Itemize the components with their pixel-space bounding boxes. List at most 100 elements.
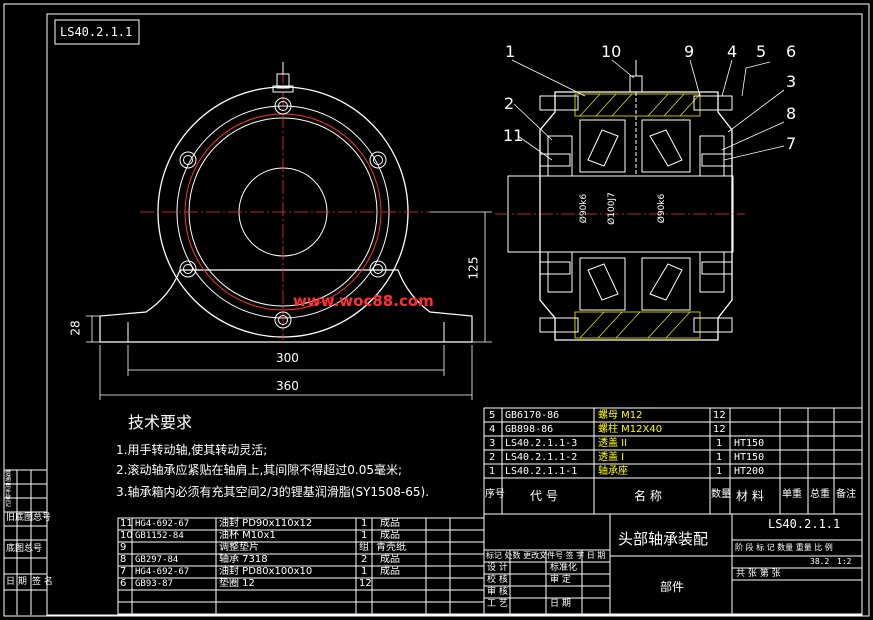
side-label-borrowed: 借 通 用 件 登 记 [5, 470, 12, 509]
lower-code: HG4-692-67 [135, 567, 190, 577]
lower-no: 6 [120, 578, 127, 589]
lower-qty: 1 [361, 530, 368, 541]
balloon-1: 1 [505, 42, 516, 61]
title-block-part: 部件 [660, 580, 685, 594]
upper-qty: 1 [716, 466, 723, 477]
lower-no: 7 [120, 566, 127, 577]
side-label-old-base: 旧底图总号 [6, 513, 52, 523]
lower-qty: 组 [359, 542, 369, 553]
upper-no: 4 [489, 424, 496, 435]
balloon-7: 7 [786, 134, 797, 153]
tech-item-3: 3.轴承箱内必须有充其空间2/3的锂基润滑脂(SY1508-65). [116, 485, 430, 499]
upper-code: GB898-86 [505, 424, 554, 435]
parts-table-upper [483, 407, 863, 515]
title-block-weight: 38.2 [810, 557, 830, 566]
lower-no: 9 [120, 542, 127, 553]
lower-mat: 成品 [380, 554, 400, 565]
upper-no: 3 [489, 438, 496, 449]
hdr-total-wt: 总重 [810, 489, 830, 500]
upper-name: 透盖 I [598, 452, 625, 463]
upper-qty: 12 [713, 424, 726, 435]
lower-name: 油封 PD80x100x10 [219, 566, 313, 577]
balloon-2: 2 [504, 94, 515, 113]
upper-name: 透盖 II [598, 438, 628, 449]
title-block-title: 头部轴承装配 [618, 530, 709, 548]
upper-code: LS40.2.1.1-3 [505, 438, 578, 449]
hdr-qty: 数量 [711, 489, 731, 500]
section-dia-2: Ø100J7 [606, 192, 617, 225]
title-block-date: 日 期 [550, 599, 571, 609]
title-block-row-labels: 标记 处数 更改文件号 签 字 日 期 [486, 551, 606, 560]
lower-qty: 2 [361, 554, 368, 565]
lower-qty: 1 [361, 566, 368, 577]
upper-code: LS40.2.1.1-1 [505, 466, 578, 477]
side-label-base-no: 底图总号 [6, 544, 43, 554]
tech-item-2: 2.滚动轴承应紧贴在轴肩上,其间隙不得超过0.05毫米; [116, 463, 403, 477]
side-label-sign: 签 名 [32, 577, 53, 587]
title-block-sheet: 共 张 第 张 [736, 569, 781, 579]
title-block-process: 工 艺 [487, 599, 508, 609]
balloon-9: 9 [684, 42, 695, 61]
upper-name: 螺母 M12 [598, 410, 643, 421]
section-dia-1: Ø90k6 [579, 193, 590, 224]
drawing-frame [3, 3, 870, 617]
title-block-design: 设 计 [487, 563, 508, 573]
lower-name: 垫圈 12 [219, 578, 255, 589]
watermark: www.woc88.com [293, 292, 434, 310]
lower-name: 调整垫片 [219, 542, 259, 553]
title-block-stage-labels: 阶 段 标 记 数量 重量 比 例 [735, 543, 833, 552]
hdr-code: 代 号 [530, 489, 558, 503]
title-block-check: 校 核 [487, 575, 508, 585]
title-block-code: LS40.2.1.1 [768, 517, 841, 531]
lower-mat: 青壳纸 [376, 542, 406, 553]
parts-table-lower [117, 517, 485, 615]
dim-foot: 28 [68, 320, 83, 336]
lower-no: 11 [120, 518, 133, 529]
lower-name: 油封 PD90x110x12 [219, 518, 313, 529]
title-block-std: 标准化 [550, 563, 578, 573]
end-view [86, 62, 492, 400]
hdr-mat: 材 料 [736, 489, 764, 503]
title-block-scale: 1:2 [837, 557, 852, 566]
lower-qty: 12 [359, 578, 372, 589]
tech-title: 技术要求 [128, 413, 193, 432]
balloon-6: 6 [786, 42, 797, 61]
lower-mat: 成品 [380, 566, 400, 577]
hdr-name: 名 称 [634, 489, 662, 503]
lower-code: HG4-692-67 [135, 519, 190, 529]
tech-item-1: 1.用手转动轴,使其转动灵活; [116, 443, 268, 457]
balloon-3: 3 [786, 72, 797, 91]
upper-qty: 1 [716, 438, 723, 449]
lower-no: 8 [120, 554, 127, 565]
balloon-4: 4 [727, 42, 738, 61]
upper-no: 2 [489, 452, 496, 463]
lower-mat: 成品 [380, 518, 400, 529]
dim-bolt-span: 300 [276, 351, 299, 365]
upper-name: 螺柱 M12X40 [598, 424, 663, 435]
upper-no: 1 [489, 466, 496, 477]
side-label-date: 日 期 [6, 577, 27, 587]
hdr-no: 序号 [485, 489, 505, 500]
lower-code: GB93-87 [135, 579, 173, 589]
upper-no: 5 [489, 410, 496, 421]
upper-qty: 1 [716, 452, 723, 463]
upper-mat: HT150 [734, 452, 765, 463]
lower-code: GB297-84 [135, 555, 179, 565]
upper-name: 轴承座 [598, 466, 628, 477]
hdr-unit-wt: 单重 [782, 489, 802, 500]
balloon-11: 11 [503, 126, 524, 145]
section-dia-3: Ø90k6 [657, 193, 668, 224]
lower-name: 轴承 7318 [219, 554, 268, 565]
section-view [495, 59, 785, 341]
dim-height: 125 [466, 256, 481, 280]
lower-mat: 成品 [380, 530, 400, 541]
lower-code: GB1152-84 [135, 531, 184, 541]
title-block-review: 审 定 [550, 575, 571, 585]
balloon-5: 5 [756, 42, 767, 61]
dim-base-width: 360 [276, 379, 299, 393]
upper-mat: HT150 [734, 438, 765, 449]
upper-mat: HT200 [734, 466, 765, 477]
hdr-note: 备注 [836, 489, 856, 500]
lower-name: 油杯 M10x1 [219, 530, 276, 541]
